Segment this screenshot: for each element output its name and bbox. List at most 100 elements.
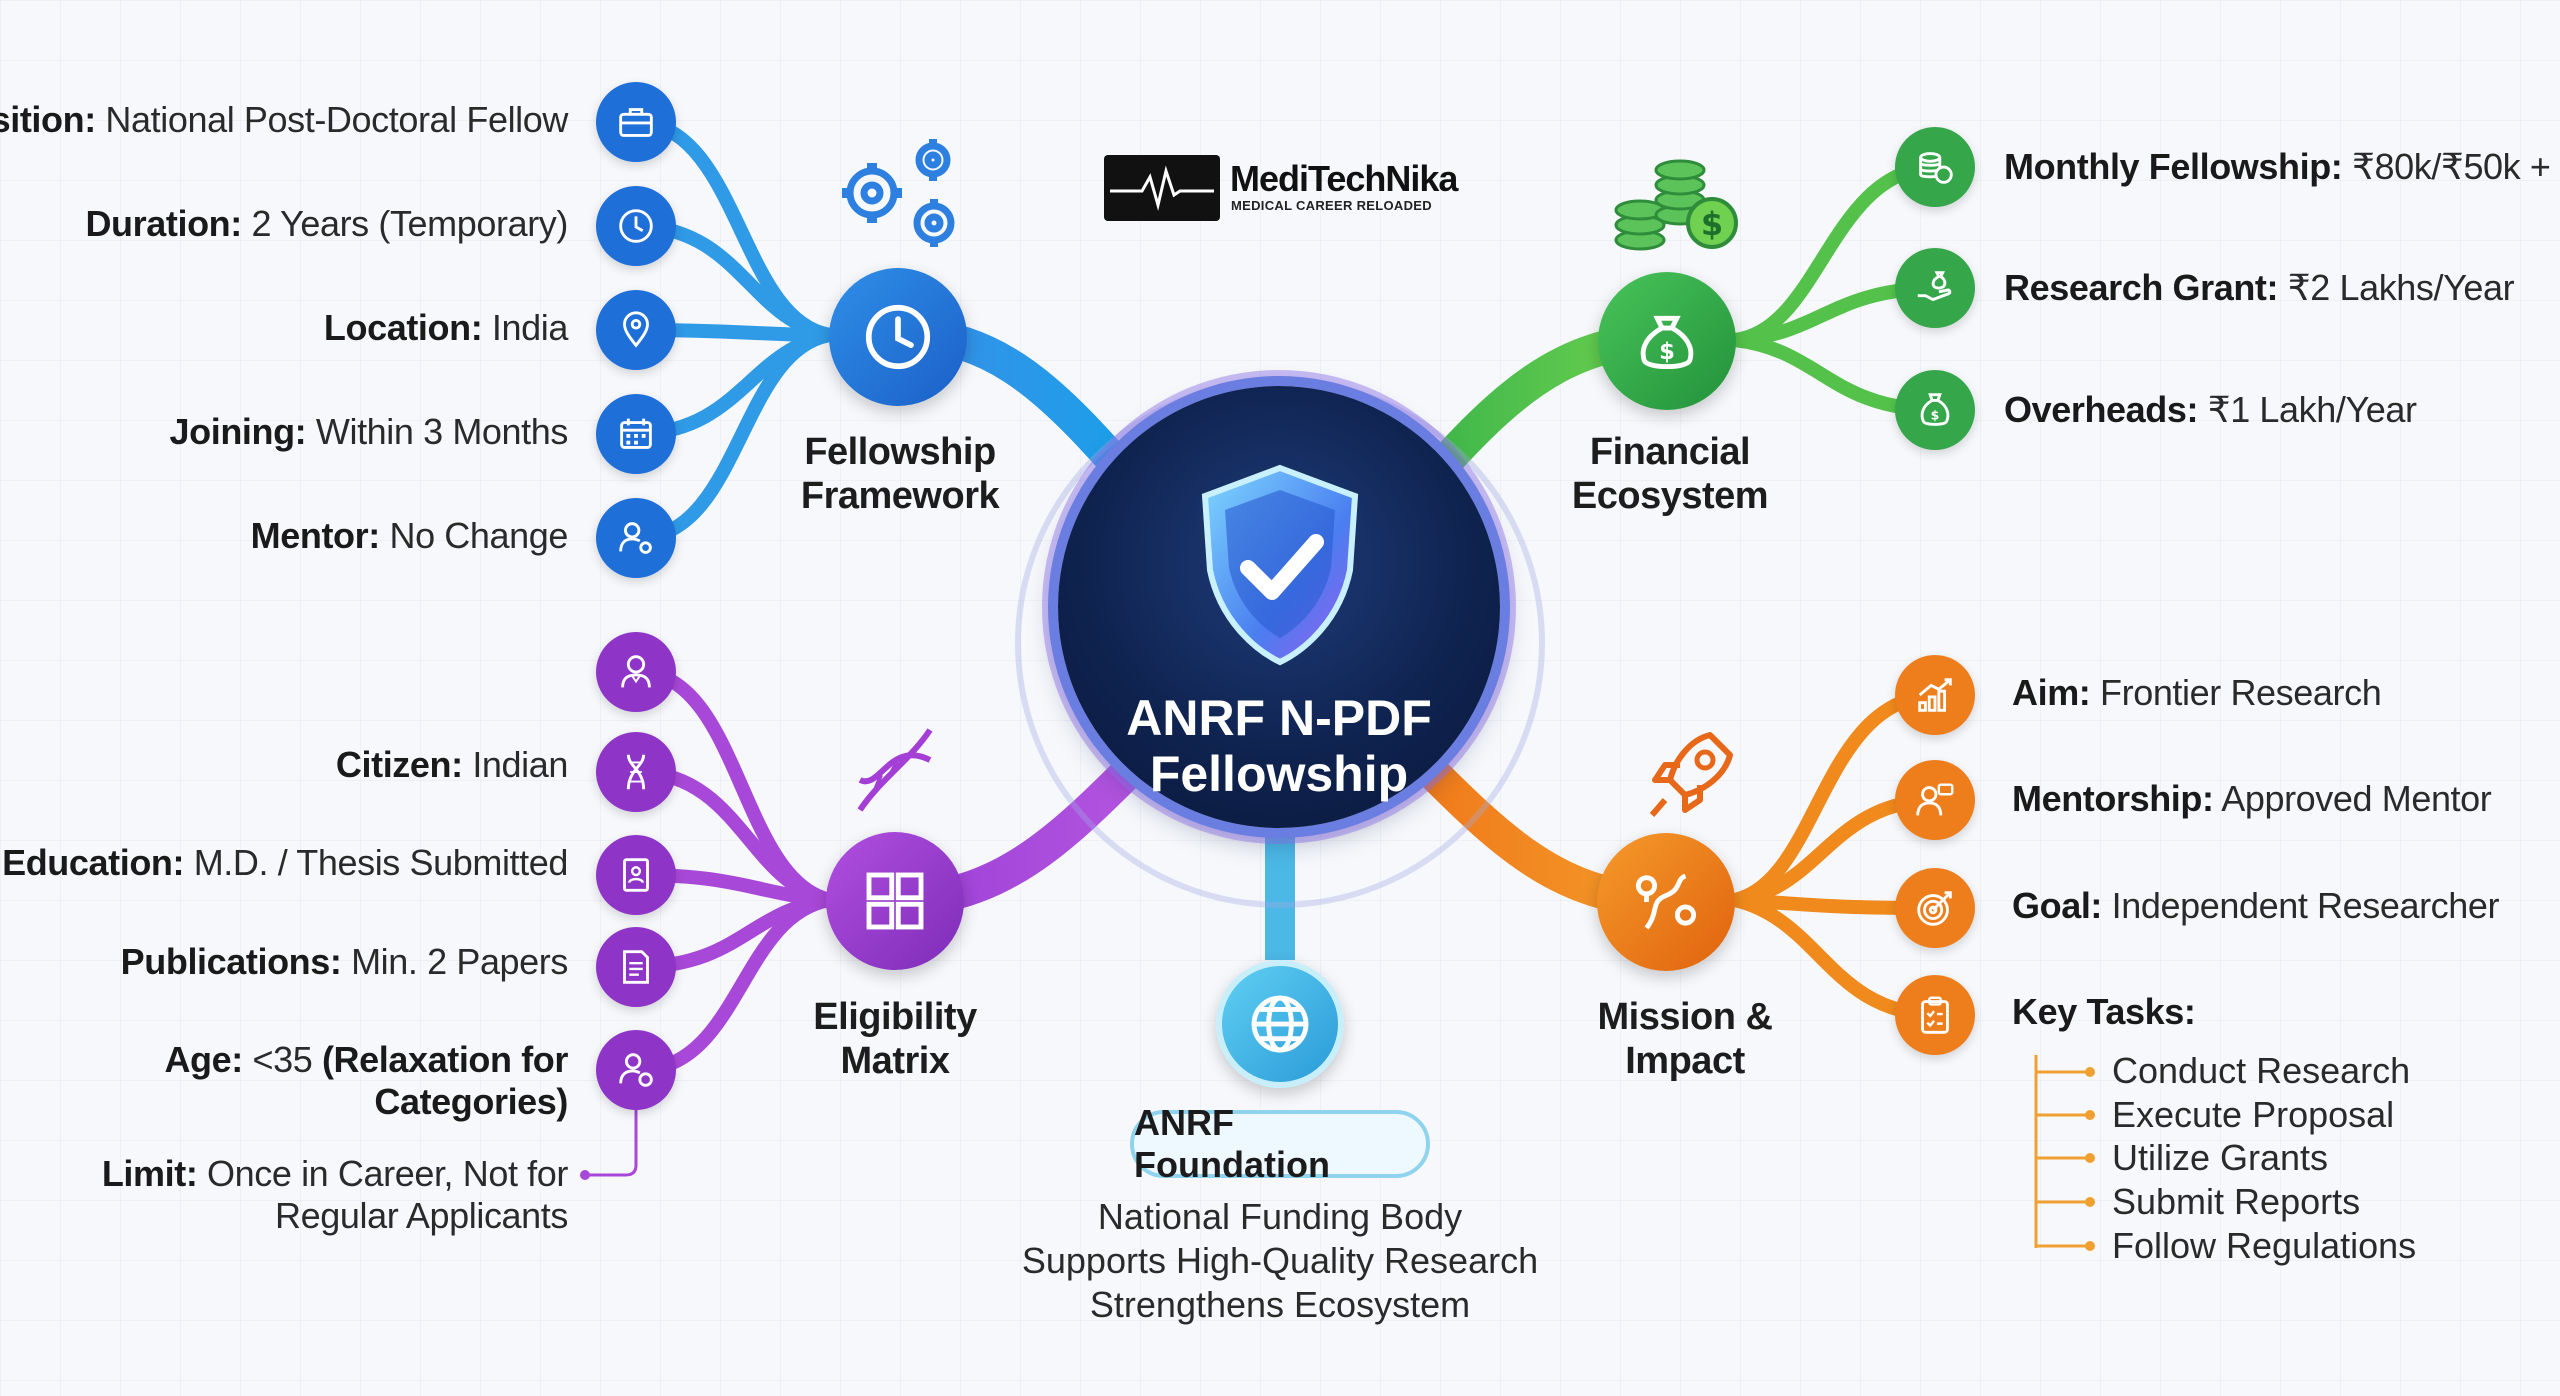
eligibility-item-0-value: Indian — [472, 744, 568, 785]
document-icon — [623, 950, 649, 984]
framework-item-3: Joining: Within 3 Months — [170, 411, 569, 453]
eligibility-limit-key: Limit: — [101, 1153, 198, 1194]
eligibility-hub[interactable] — [826, 832, 964, 970]
briefcase-icon — [619, 108, 653, 137]
mission-item-2-value: Independent Researcher — [2111, 885, 2500, 926]
framework-hub[interactable] — [829, 268, 967, 406]
clock-icon — [619, 209, 653, 243]
globe-icon — [1251, 995, 1309, 1053]
eligibility-label-line2: Matrix — [840, 1040, 950, 1082]
foundation-line-1: Supports High-Quality Research — [1021, 1240, 1539, 1281]
mission-item-2-key: Goal: — [2012, 885, 2103, 926]
mission-icon-2 — [1895, 868, 1975, 948]
financial-item-1-value: ₹2 Lakhs/Year — [2287, 267, 2515, 308]
financial-label: Financial Ecosystem — [1540, 430, 1800, 518]
road-map-icon — [1635, 873, 1697, 930]
center-ring — [1015, 378, 1545, 908]
mission-label: Mission & Impact — [1555, 995, 1815, 1083]
mentor-icon — [1916, 783, 1954, 816]
framework-icon-3 — [596, 394, 676, 474]
puzzle-icon — [866, 872, 924, 930]
eligibility-limit-value: Once in Career, Not for — [207, 1153, 568, 1194]
clipboard-icon — [1921, 996, 1949, 1034]
eligibility-item-2: Publications: Min. 2 Papers — [121, 941, 569, 983]
eligibility-item-1-value: M.D. / Thesis Submitted — [193, 842, 569, 883]
framework-item-1-key: Duration: — [85, 203, 242, 244]
financial-hub[interactable]: $ — [1598, 272, 1736, 410]
financial-label-line2: Ecosystem — [1571, 475, 1769, 517]
framework-item-4-key: Mentor: — [250, 515, 381, 556]
financial-item-1: Research Grant: ₹2 Lakhs/Year — [2004, 267, 2515, 309]
eligibility-item-0: Citizen: Indian — [336, 744, 568, 786]
brand-logo-mark — [1104, 155, 1220, 221]
framework-item-2: Location: India — [324, 307, 568, 349]
eligibility-icon-1 — [596, 835, 676, 915]
mission-item-1-value: Approved Mentor — [2221, 778, 2492, 819]
eligibility-item-1: Education: M.D. / Thesis Submitted — [2, 842, 568, 884]
target-icon — [1917, 891, 1952, 926]
shield-check-icon — [1201, 464, 1359, 666]
financial-item-2: Overheads: ₹1 Lakh/Year — [2004, 389, 2417, 431]
svg-text:$: $ — [1701, 205, 1723, 243]
mission-item-0: Aim: Frontier Research — [2012, 672, 2382, 714]
financial-item-2-value: ₹1 Lakh/Year — [2207, 389, 2417, 430]
chart-growth-icon — [1918, 678, 1952, 712]
rocket-icon — [1649, 732, 1733, 817]
hand-money-icon — [1917, 271, 1952, 302]
framework-item-3-key: Joining: — [169, 411, 307, 452]
task-item-0: Conduct Research — [2112, 1050, 2411, 1091]
gears-icon — [842, 139, 955, 247]
framework-icon-1 — [596, 186, 676, 266]
mission-hub[interactable] — [1597, 833, 1735, 971]
eligibility-limit: Limit: Once in Career, Not for Regular A… — [101, 1153, 569, 1237]
financial-icon-1 — [1895, 248, 1975, 328]
eligibility-item-3-key2: (Relaxation for — [321, 1039, 568, 1080]
eligibility-item-0-key: Citizen: — [335, 744, 463, 785]
framework-item-4: Mentor: No Change — [250, 515, 569, 557]
user-check-icon — [619, 1053, 653, 1087]
center-title: ANRF N-PDF Fellowship — [1058, 690, 1500, 802]
eligibility-icon-0 — [596, 732, 676, 812]
task-item-3: Submit Reports — [2112, 1181, 2361, 1222]
framework-item-0-key: Position: — [0, 99, 96, 140]
calendar-icon — [620, 418, 652, 449]
mission-item-0-key: Aim: — [2012, 672, 2091, 713]
framework-label: Fellowship Framework — [770, 430, 1030, 518]
money-bag-icon: $ — [1920, 393, 1950, 426]
foundation-line-0: National Funding Body — [1097, 1196, 1463, 1237]
financial-item-0-value: ₹80k/₹50k + HRA — [2351, 146, 2560, 187]
location-pin-icon — [623, 311, 649, 348]
eligibility-limit-line2: Regular Applicants — [275, 1195, 568, 1236]
clock-icon — [865, 304, 931, 370]
financial-item-0-key: Monthly Fellowship: — [2004, 146, 2343, 187]
foundation-hub[interactable] — [1216, 960, 1344, 1088]
center-title-line2: Fellowship — [1149, 746, 1409, 802]
dna-icon — [626, 754, 646, 790]
framework-item-0: Position: National Post-Doctoral Fellow — [0, 99, 568, 141]
mission-item-3-key: Key Tasks: — [2012, 991, 2196, 1032]
heartbeat-icon — [1110, 165, 1214, 211]
mission-icon-0 — [1895, 655, 1975, 735]
framework-icon-2 — [596, 290, 676, 370]
user-gear-icon — [619, 522, 652, 554]
mission-label-line1: Mission & — [1597, 996, 1773, 1038]
framework-item-1-value: 2 Years (Temporary) — [251, 203, 568, 244]
financial-item-0: Monthly Fellowship: ₹80k/₹50k + HRA — [2004, 146, 2560, 188]
eligibility-item-3-key: Age: — [164, 1039, 243, 1080]
framework-item-3-value: Within 3 Months — [315, 411, 569, 452]
mission-item-0-value: Frontier Research — [2100, 672, 2382, 713]
foundation-label: ANRF Foundation — [1130, 1102, 1430, 1185]
framework-icon-0 — [596, 82, 676, 162]
mission-item-1-key: Mentorship: — [2012, 778, 2214, 819]
dna-decor-icon — [857, 728, 933, 812]
mission-item-3: Key Tasks: — [2012, 991, 2196, 1033]
mission-label-line2: Impact — [1625, 1040, 1745, 1082]
center-title-line1: ANRF N-PDF — [1126, 690, 1432, 746]
eligibility-icon-2 — [596, 927, 676, 1007]
brand-tagline: MEDICAL CAREER RELOADED — [1231, 198, 1432, 213]
financial-item-2-key: Overheads: — [2004, 389, 2199, 430]
task-item-1: Execute Proposal — [2112, 1094, 2395, 1135]
framework-label-line2: Framework — [800, 475, 1000, 517]
eligibility-icon-top — [596, 632, 676, 712]
financial-icon-2: $ — [1895, 370, 1975, 450]
